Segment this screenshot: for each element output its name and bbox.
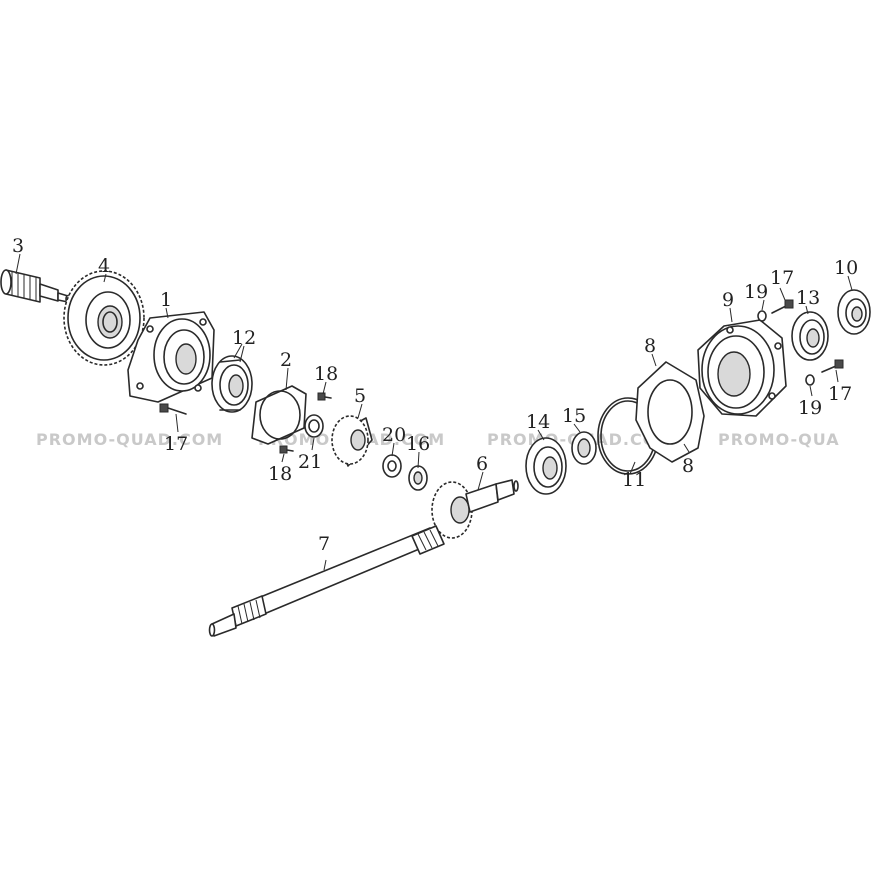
callout-4: 4	[98, 255, 110, 277]
part-12-bearing	[211, 355, 253, 413]
part-6-pinion-gear	[431, 479, 519, 539]
part-4-spur-gear	[63, 270, 145, 366]
callout-8-lower: 8	[682, 455, 694, 477]
callout-12: 12	[232, 327, 256, 349]
part-19-washer-upper	[757, 310, 767, 322]
callout-9: 9	[722, 289, 734, 311]
callout-15: 15	[562, 405, 586, 427]
part-21-shim	[304, 414, 324, 438]
callout-21: 21	[298, 451, 322, 473]
part-8-gasket	[635, 361, 705, 463]
callout-3: 3	[12, 235, 24, 257]
part-16-nut	[408, 465, 428, 491]
callout-8-upper: 8	[644, 335, 656, 357]
part-17-bolt-right-upper	[771, 299, 794, 314]
callout-7: 7	[318, 533, 330, 555]
part-9-case-cover	[697, 319, 787, 417]
part-13-bearing	[791, 311, 829, 361]
callout-16: 16	[406, 433, 430, 455]
part-14-bearing	[525, 437, 567, 495]
part-17-bolt-left	[159, 403, 187, 415]
part-10-oil-seal	[837, 289, 871, 335]
watermark: PROMO-QUA	[718, 430, 840, 449]
part-3-input-shaft	[0, 269, 71, 304]
leader-lines	[15, 253, 853, 571]
part-18-bolt-lower	[279, 445, 294, 454]
callout-11: 11	[622, 469, 646, 491]
callout-2: 2	[280, 349, 292, 371]
part-20-washer	[382, 454, 402, 478]
callout-17-right-upper: 17	[770, 267, 794, 289]
part-19-washer-lower	[805, 374, 815, 386]
callout-17-left: 17	[164, 433, 188, 455]
callout-17-right-lower: 17	[828, 383, 852, 405]
callout-13: 13	[796, 287, 820, 309]
watermark: PROMO-QUAD.COM	[36, 430, 223, 449]
part-2-gasket	[251, 385, 307, 445]
part-1-gear-case	[127, 311, 215, 403]
callout-20: 20	[382, 424, 406, 446]
callout-19-upper: 19	[744, 281, 768, 303]
callout-18-lower: 18	[268, 463, 292, 485]
callout-6: 6	[476, 453, 488, 475]
callout-18-upper: 18	[314, 363, 338, 385]
callout-1: 1	[160, 289, 172, 311]
callout-10: 10	[834, 257, 858, 279]
part-15-oil-seal	[571, 431, 597, 465]
part-18-bolt-upper	[317, 392, 332, 401]
part-7-drive-shaft	[208, 525, 445, 637]
part-17-bolt-right-lower	[821, 359, 844, 373]
callout-19-lower: 19	[798, 397, 822, 419]
part-5-bevel-gear	[331, 415, 373, 467]
callout-5: 5	[354, 385, 366, 407]
callout-14: 14	[526, 411, 550, 433]
